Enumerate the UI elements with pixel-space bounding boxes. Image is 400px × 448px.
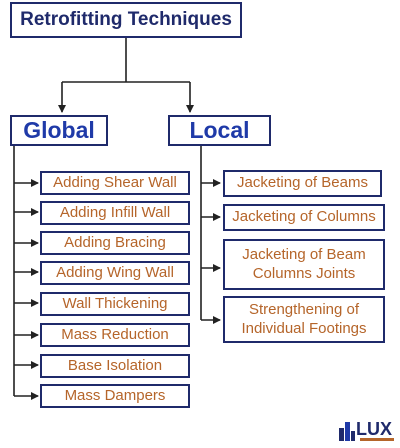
global-item-label: Wall Thickening — [62, 294, 168, 312]
global-item-label: Adding Wing Wall — [56, 263, 174, 281]
local-item: Jacketing of Beam Columns Joints — [223, 239, 385, 290]
local-item: Strengthening of Individual Footings — [223, 296, 385, 343]
local-item-label: Jacketing of Beams — [237, 174, 368, 192]
local-item-label-line1: Strengthening of — [248, 300, 360, 318]
global-item: Base Isolation — [40, 354, 190, 378]
local-item-label-line2: Individual Footings — [241, 319, 367, 337]
category-global-label: Global — [23, 117, 95, 143]
root-title: Retrofitting Techniques — [20, 9, 232, 30]
global-item: Adding Bracing — [40, 231, 190, 255]
global-item-label: Adding Shear Wall — [53, 173, 177, 191]
local-item-label-line2: Columns Joints — [252, 264, 356, 282]
local-item-label: Jacketing of Columns — [232, 208, 376, 226]
category-local-label: Local — [189, 117, 250, 143]
global-item: Adding Wing Wall — [40, 261, 190, 285]
local-item-label-line1: Jacketing of Beam — [242, 245, 366, 263]
logo-underline — [360, 438, 394, 441]
global-item-label: Mass Reduction — [61, 325, 169, 343]
global-item: Mass Reduction — [40, 323, 190, 347]
logo-text: LUX — [356, 419, 392, 439]
building-icon — [339, 422, 355, 441]
local-item: Jacketing of Columns — [223, 204, 385, 231]
global-item-label: Adding Bracing — [64, 233, 166, 251]
global-item-label: Base Isolation — [67, 356, 163, 374]
category-global: Global — [10, 115, 108, 146]
local-item: Jacketing of Beams — [223, 170, 382, 197]
global-item: Wall Thickening — [40, 292, 190, 316]
global-item: Adding Infill Wall — [40, 201, 190, 225]
global-item: Adding Shear Wall — [40, 171, 190, 195]
category-local: Local — [168, 115, 271, 146]
global-item: Mass Dampers — [40, 384, 190, 408]
root-node: Retrofitting Techniques — [10, 2, 242, 38]
global-item-label: Adding Infill Wall — [59, 203, 171, 221]
global-item-label: Mass Dampers — [64, 386, 166, 404]
